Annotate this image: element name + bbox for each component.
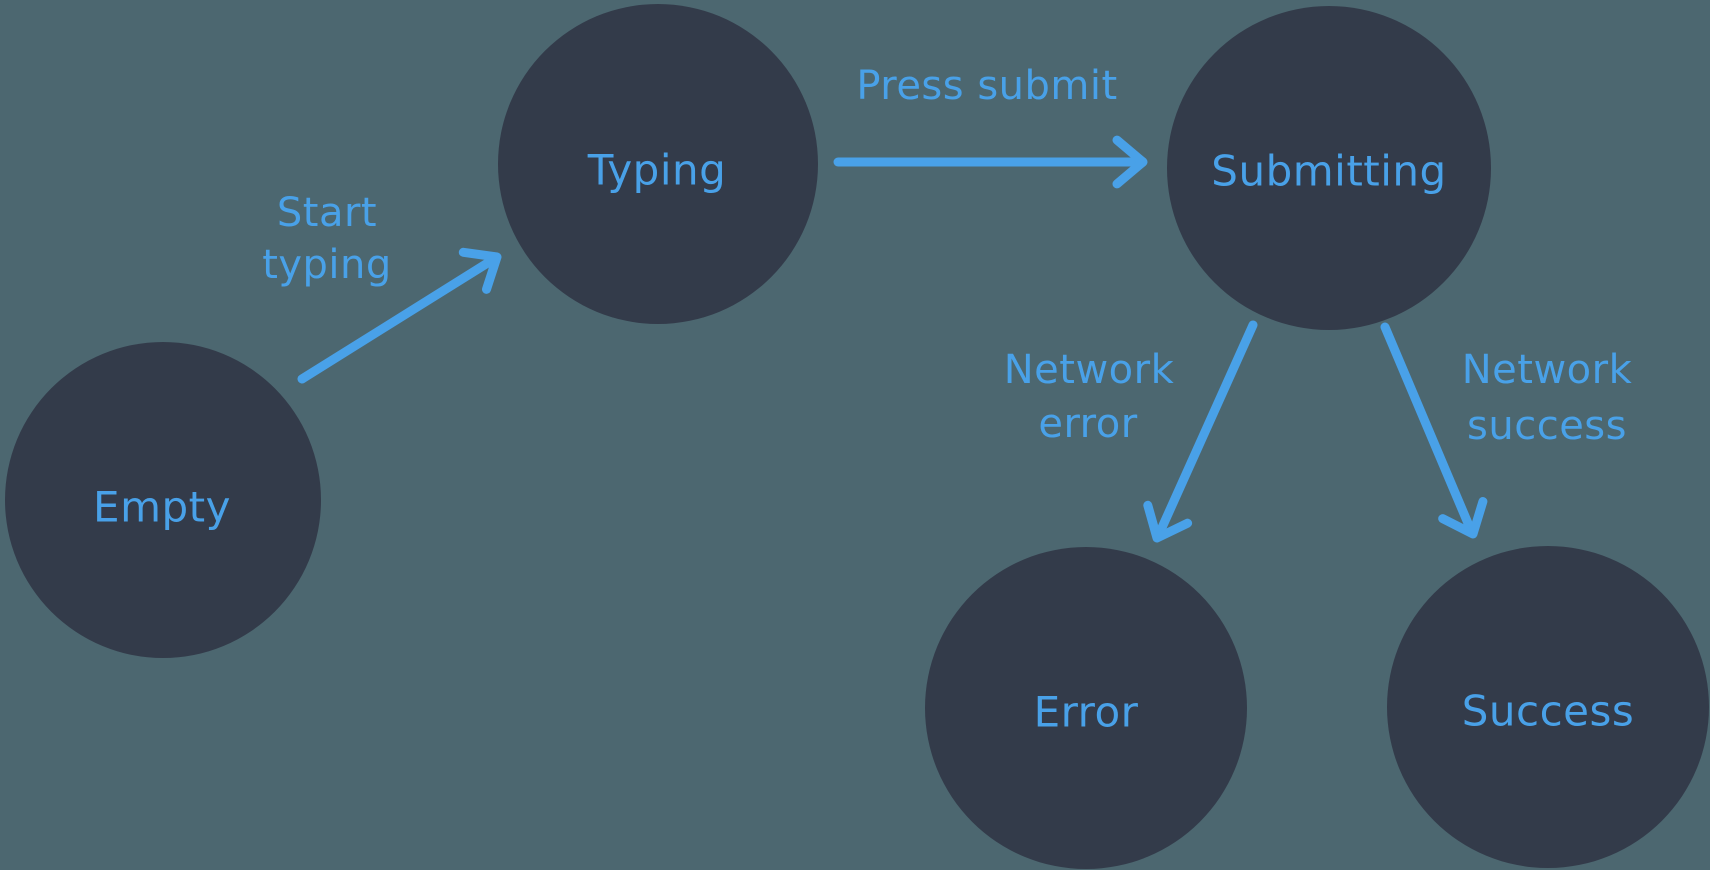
state-node-submitting — [1167, 6, 1491, 330]
edge-label-network-success-line1: Network — [1462, 347, 1633, 393]
node-label-error: Error — [1034, 688, 1139, 737]
arrow-shaft — [1380, 322, 1475, 533]
edge-label-start-typing-line1: Start — [277, 190, 377, 236]
nodes-layer — [5, 4, 1709, 869]
arrow-head — [1438, 497, 1488, 539]
edge-label-network-error-line2: error — [1038, 401, 1137, 447]
edge-arrow-network-success — [1380, 322, 1488, 539]
node-label-submitting: Submitting — [1211, 147, 1446, 196]
arrow-head — [1112, 135, 1148, 189]
edges-layer — [297, 135, 1488, 543]
state-node-empty — [5, 342, 321, 658]
edge-label-network-success-line2: success — [1467, 403, 1627, 449]
node-label-empty: Empty — [93, 483, 231, 532]
edge-labels-layer: Start typing Press submit Network error … — [262, 63, 1632, 449]
arrow-shaft — [1155, 320, 1258, 537]
edge-arrow-press-submit — [833, 135, 1148, 189]
edge-label-network-error-line1: Network — [1004, 347, 1175, 393]
node-label-typing: Typing — [587, 146, 727, 195]
arrow-head — [458, 247, 502, 294]
node-labels-layer: Empty Typing Submitting Error Success — [93, 146, 1634, 737]
edge-arrow-network-error — [1143, 320, 1258, 543]
edge-arrow-start-typing — [297, 247, 502, 384]
state-node-success — [1387, 546, 1709, 868]
state-node-error — [925, 547, 1247, 869]
state-node-typing — [498, 4, 818, 324]
arrow-head — [1143, 500, 1193, 543]
edge-label-press-submit: Press submit — [856, 63, 1117, 109]
node-label-success: Success — [1462, 687, 1635, 736]
edge-label-start-typing-line2: typing — [262, 242, 392, 288]
arrow-shaft — [297, 254, 499, 384]
